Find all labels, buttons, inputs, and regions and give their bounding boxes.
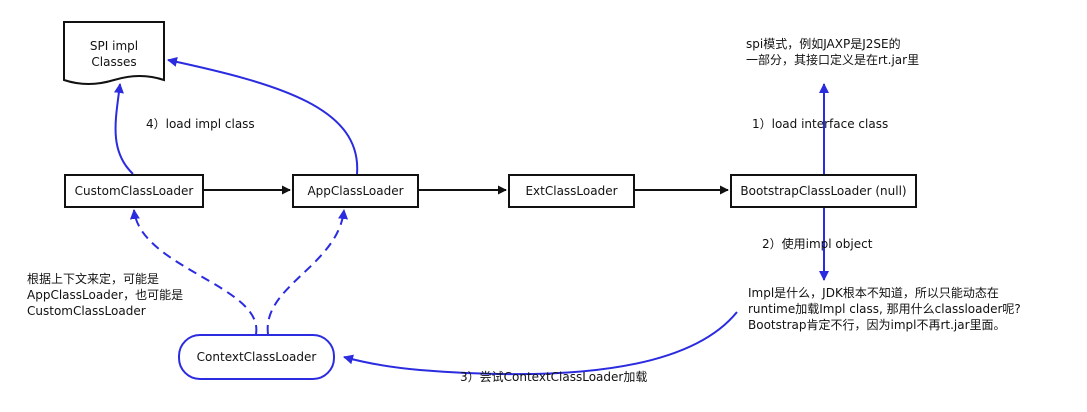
spi-note-line2: 一部分，其接口定义是在rt.jar里 — [746, 53, 920, 67]
context-note-line2: AppClassLoader，也可能是 — [27, 288, 184, 302]
arrow-app-load-impl — [167, 56, 359, 175]
context-note-line3: CustomClassLoader — [27, 304, 146, 318]
spi-note-line1: spi模式，例如JAXP是J2SE的 — [746, 37, 901, 51]
spi-impl-line2: Classes — [91, 55, 137, 69]
step4-label: 4）load impl class — [146, 117, 255, 131]
spi-note: spi模式，例如JAXP是J2SE的 一部分，其接口定义是在rt.jar里 — [746, 36, 919, 68]
step2-label: 2）使用impl object — [762, 237, 873, 251]
spi-impl-line1: SPI impl — [89, 39, 139, 53]
dashed-arrow-context-to-custom — [129, 209, 258, 335]
impl-note-line1: Impl是什么，JDK根本不知道，所以只能动态在 — [748, 286, 999, 300]
dashed-arrow-context-to-app — [266, 209, 349, 335]
impl-note: Impl是什么，JDK根本不知道，所以只能动态在 runtime加载Impl c… — [748, 285, 1021, 333]
step3-label: 3）尝试ContextClassLoader加载 — [460, 370, 648, 384]
arrow-custom-load-impl — [113, 83, 134, 175]
ext-classloader-node: ExtClassLoader — [508, 174, 635, 208]
bootstrap-classloader-node: BootstrapClassLoader (null) — [730, 174, 917, 208]
spi-impl-classes-node: SPI impl Classes — [64, 38, 164, 70]
spi-impl-document-shape — [63, 21, 165, 85]
custom-classloader-node: CustomClassLoader — [64, 174, 204, 208]
context-note-line1: 根据上下文来定，可能是 — [27, 272, 160, 286]
context-note: 根据上下文来定，可能是 AppClassLoader，也可能是 CustomCl… — [27, 271, 183, 319]
app-classloader-node: AppClassLoader — [292, 174, 419, 208]
impl-note-line3: Bootstrap肯定不行，因为impl不再rt.jar里面。 — [748, 318, 1006, 332]
arrow-try-context-loader — [343, 311, 738, 376]
step1-label: 1）load interface class — [752, 117, 889, 131]
context-classloader-node: ContextClassLoader — [178, 334, 335, 380]
impl-note-line2: runtime加载Impl class, 那用什么classloader呢? — [748, 302, 1021, 316]
